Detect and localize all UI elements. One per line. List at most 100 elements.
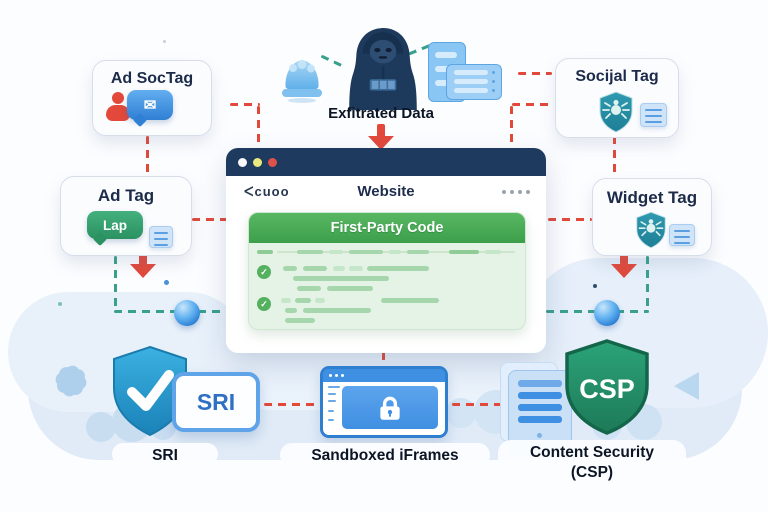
csp-shield-label: CSP	[579, 374, 635, 404]
red-arrow-down	[130, 252, 156, 279]
decor-dot	[58, 302, 62, 306]
code-line	[349, 266, 363, 271]
window-dot-white	[238, 157, 247, 167]
bell-icon	[282, 60, 322, 103]
code-line	[449, 250, 479, 254]
menu-dots-icon[interactable]	[502, 190, 530, 194]
code-line	[285, 318, 315, 323]
connector-widgettag-down	[646, 256, 649, 312]
code-line	[485, 250, 501, 254]
data-sphere-icon	[594, 300, 620, 326]
sri-badge: SRI	[172, 372, 260, 432]
code-line	[367, 266, 429, 271]
code-line	[327, 286, 373, 291]
card-title: Widget Tag	[606, 188, 698, 207]
first-party-code-panel: First-Party Code ✓ ✓	[248, 212, 526, 330]
card-widget-tag: Widget Tag	[592, 178, 712, 256]
code-line	[281, 298, 291, 303]
connector-browser-to-sandbox	[382, 352, 385, 364]
lock-icon	[380, 396, 400, 420]
connector-server-to-socialtag	[518, 72, 552, 75]
sri-caption: SRI	[152, 447, 178, 464]
back-button[interactable]: ᐸcuoo	[244, 184, 290, 199]
connector-adsoctag-to-browser	[230, 103, 260, 106]
red-arrow-down	[368, 124, 394, 151]
card-title: Socijal Tag	[575, 68, 659, 85]
connector-adsoctag-to-adtag	[146, 136, 149, 176]
connector-adtag-to-browser	[192, 218, 228, 221]
code-line	[293, 276, 389, 281]
code-line	[381, 298, 439, 303]
document-icon	[149, 226, 173, 248]
ad-bubble-label: Lap	[102, 217, 127, 233]
code-line	[297, 286, 321, 291]
code-line	[295, 298, 311, 303]
connector-sandbox-to-csp	[452, 403, 504, 406]
code-line	[333, 266, 345, 271]
document-icon	[640, 103, 667, 127]
check-bullet-icon: ✓	[257, 265, 271, 279]
exfiltrated-data-label: Exfitrated Data	[328, 105, 434, 122]
csp-caption-line1: Content Security	[529, 444, 654, 461]
code-panel-title: First-Party Code	[249, 213, 525, 243]
decor-dot	[164, 280, 169, 285]
card-title: Ad SocTag	[110, 70, 194, 87]
shield-bug-icon	[599, 91, 633, 133]
red-arrow-down	[611, 252, 637, 279]
decor-dot	[593, 284, 597, 288]
caption-pill	[112, 443, 218, 465]
code-line	[283, 266, 297, 271]
connector-socialtag-to-widgettag	[613, 136, 616, 178]
code-line	[297, 250, 323, 254]
triangle-icon	[674, 372, 699, 400]
sparkle-icon	[56, 366, 86, 396]
card-social-tag: Socijal Tag	[555, 58, 679, 138]
csp-caption: Content Security (CSP)	[502, 443, 682, 483]
sandboxed-iframe-icon	[320, 366, 448, 438]
code-line	[315, 298, 325, 303]
checkmark-shield-icon	[113, 345, 187, 437]
connector-socialtag-to-browser	[510, 106, 513, 148]
document-icon	[669, 224, 695, 246]
code-line	[407, 250, 429, 254]
ad-bubble-icon: Lap	[87, 211, 143, 239]
shield-bug-icon	[636, 211, 666, 249]
card-ad-tag: Ad Tag Lap	[60, 176, 192, 256]
caption-pill	[280, 443, 490, 467]
hacker-icon	[349, 28, 417, 110]
code-line	[349, 250, 383, 254]
website-title: Website	[357, 183, 415, 200]
check-bullet-icon: ✓	[257, 297, 271, 311]
browser-toolbar: ᐸcuoo Website	[226, 176, 546, 206]
user-icon	[105, 92, 131, 122]
connector-adsoctag-to-browser	[257, 106, 260, 148]
card-ad-soctag: Ad SocTag ✉	[92, 60, 212, 136]
card-title: Ad Tag	[97, 186, 155, 205]
connector-adtag-down	[114, 256, 117, 312]
code-line	[389, 250, 401, 254]
iframe-titlebar	[323, 369, 445, 382]
csp-caption-line2: (CSP)	[570, 464, 614, 481]
connector-socialtag-to-browser	[512, 103, 554, 106]
caption-pill	[498, 440, 686, 486]
connector-left-to-browser	[114, 310, 226, 313]
iframe-content	[342, 386, 438, 429]
csp-shield-icon: CSP	[565, 339, 649, 435]
code-line	[303, 266, 327, 271]
message-bubble-icon: ✉	[127, 90, 173, 120]
browser-window: ᐸcuoo Website First-Party Code ✓ ✓	[226, 148, 546, 353]
code-line	[303, 308, 371, 313]
cloud-puff	[86, 412, 116, 442]
envelope-icon: ✉	[143, 97, 157, 114]
code-line	[257, 250, 273, 254]
connector-widgettag-to-browser	[548, 218, 592, 221]
window-dot-red	[268, 157, 277, 167]
browser-titlebar	[226, 148, 546, 176]
code-line	[285, 308, 297, 313]
code-line	[329, 250, 343, 254]
data-sphere-icon	[174, 300, 200, 326]
window-dot-yellow	[253, 157, 262, 167]
connector-sri-to-sandbox	[264, 403, 316, 406]
server-icon	[446, 64, 502, 100]
